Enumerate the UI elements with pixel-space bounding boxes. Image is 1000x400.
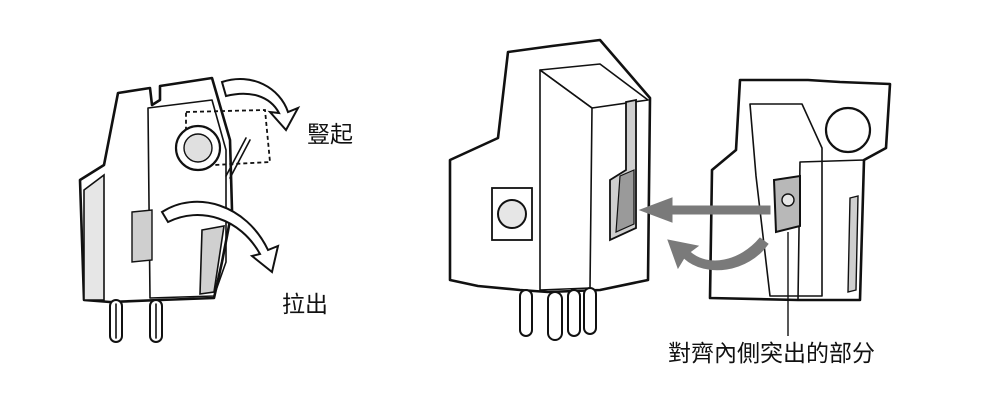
- right-cartridge-slot-channel: [615, 169, 635, 233]
- pull-out-arrow-icon: [160, 200, 280, 274]
- right-cartridge-pin: [497, 199, 527, 229]
- headshell-inner-panel: [749, 103, 823, 297]
- left-cartridge-lower-edge: [199, 225, 225, 295]
- right-terminal-pin-4: [583, 287, 597, 335]
- headshell-knob: [824, 106, 872, 154]
- insert-arrow-icon: [638, 197, 771, 223]
- left-cartridge-pin-inner: [183, 133, 213, 163]
- left-cartridge-side-panel: [147, 99, 227, 299]
- raise-arrow-icon: [220, 77, 301, 132]
- left-cartridge-front-shade: [83, 173, 105, 301]
- right-terminal-pin-3: [567, 289, 581, 337]
- left-cartridge-illustration: [78, 76, 301, 343]
- raise-label: 豎起: [307, 122, 353, 148]
- left-guard-raised-outline: [185, 109, 271, 166]
- align-protrusion-label: 對齊內側突出的部分: [668, 341, 875, 367]
- right-terminal-pin-1: [519, 289, 533, 337]
- rotate-arrow-icon: [667, 237, 769, 271]
- pull-out-label: 拉出: [282, 292, 328, 318]
- headshell-side-groove: [847, 195, 859, 293]
- headshell-protrusion-screw: [781, 193, 795, 207]
- right-terminal-pin-2: [547, 291, 563, 341]
- headshell-side-panel: [797, 159, 865, 301]
- left-cartridge-recess: [131, 209, 153, 263]
- right-cartridge-front: [539, 69, 593, 291]
- right-assembly-illustration: [448, 38, 892, 341]
- left-stylus: [225, 137, 251, 179]
- left-cartridge-body: [78, 76, 234, 304]
- right-cartridge-body: [448, 38, 652, 294]
